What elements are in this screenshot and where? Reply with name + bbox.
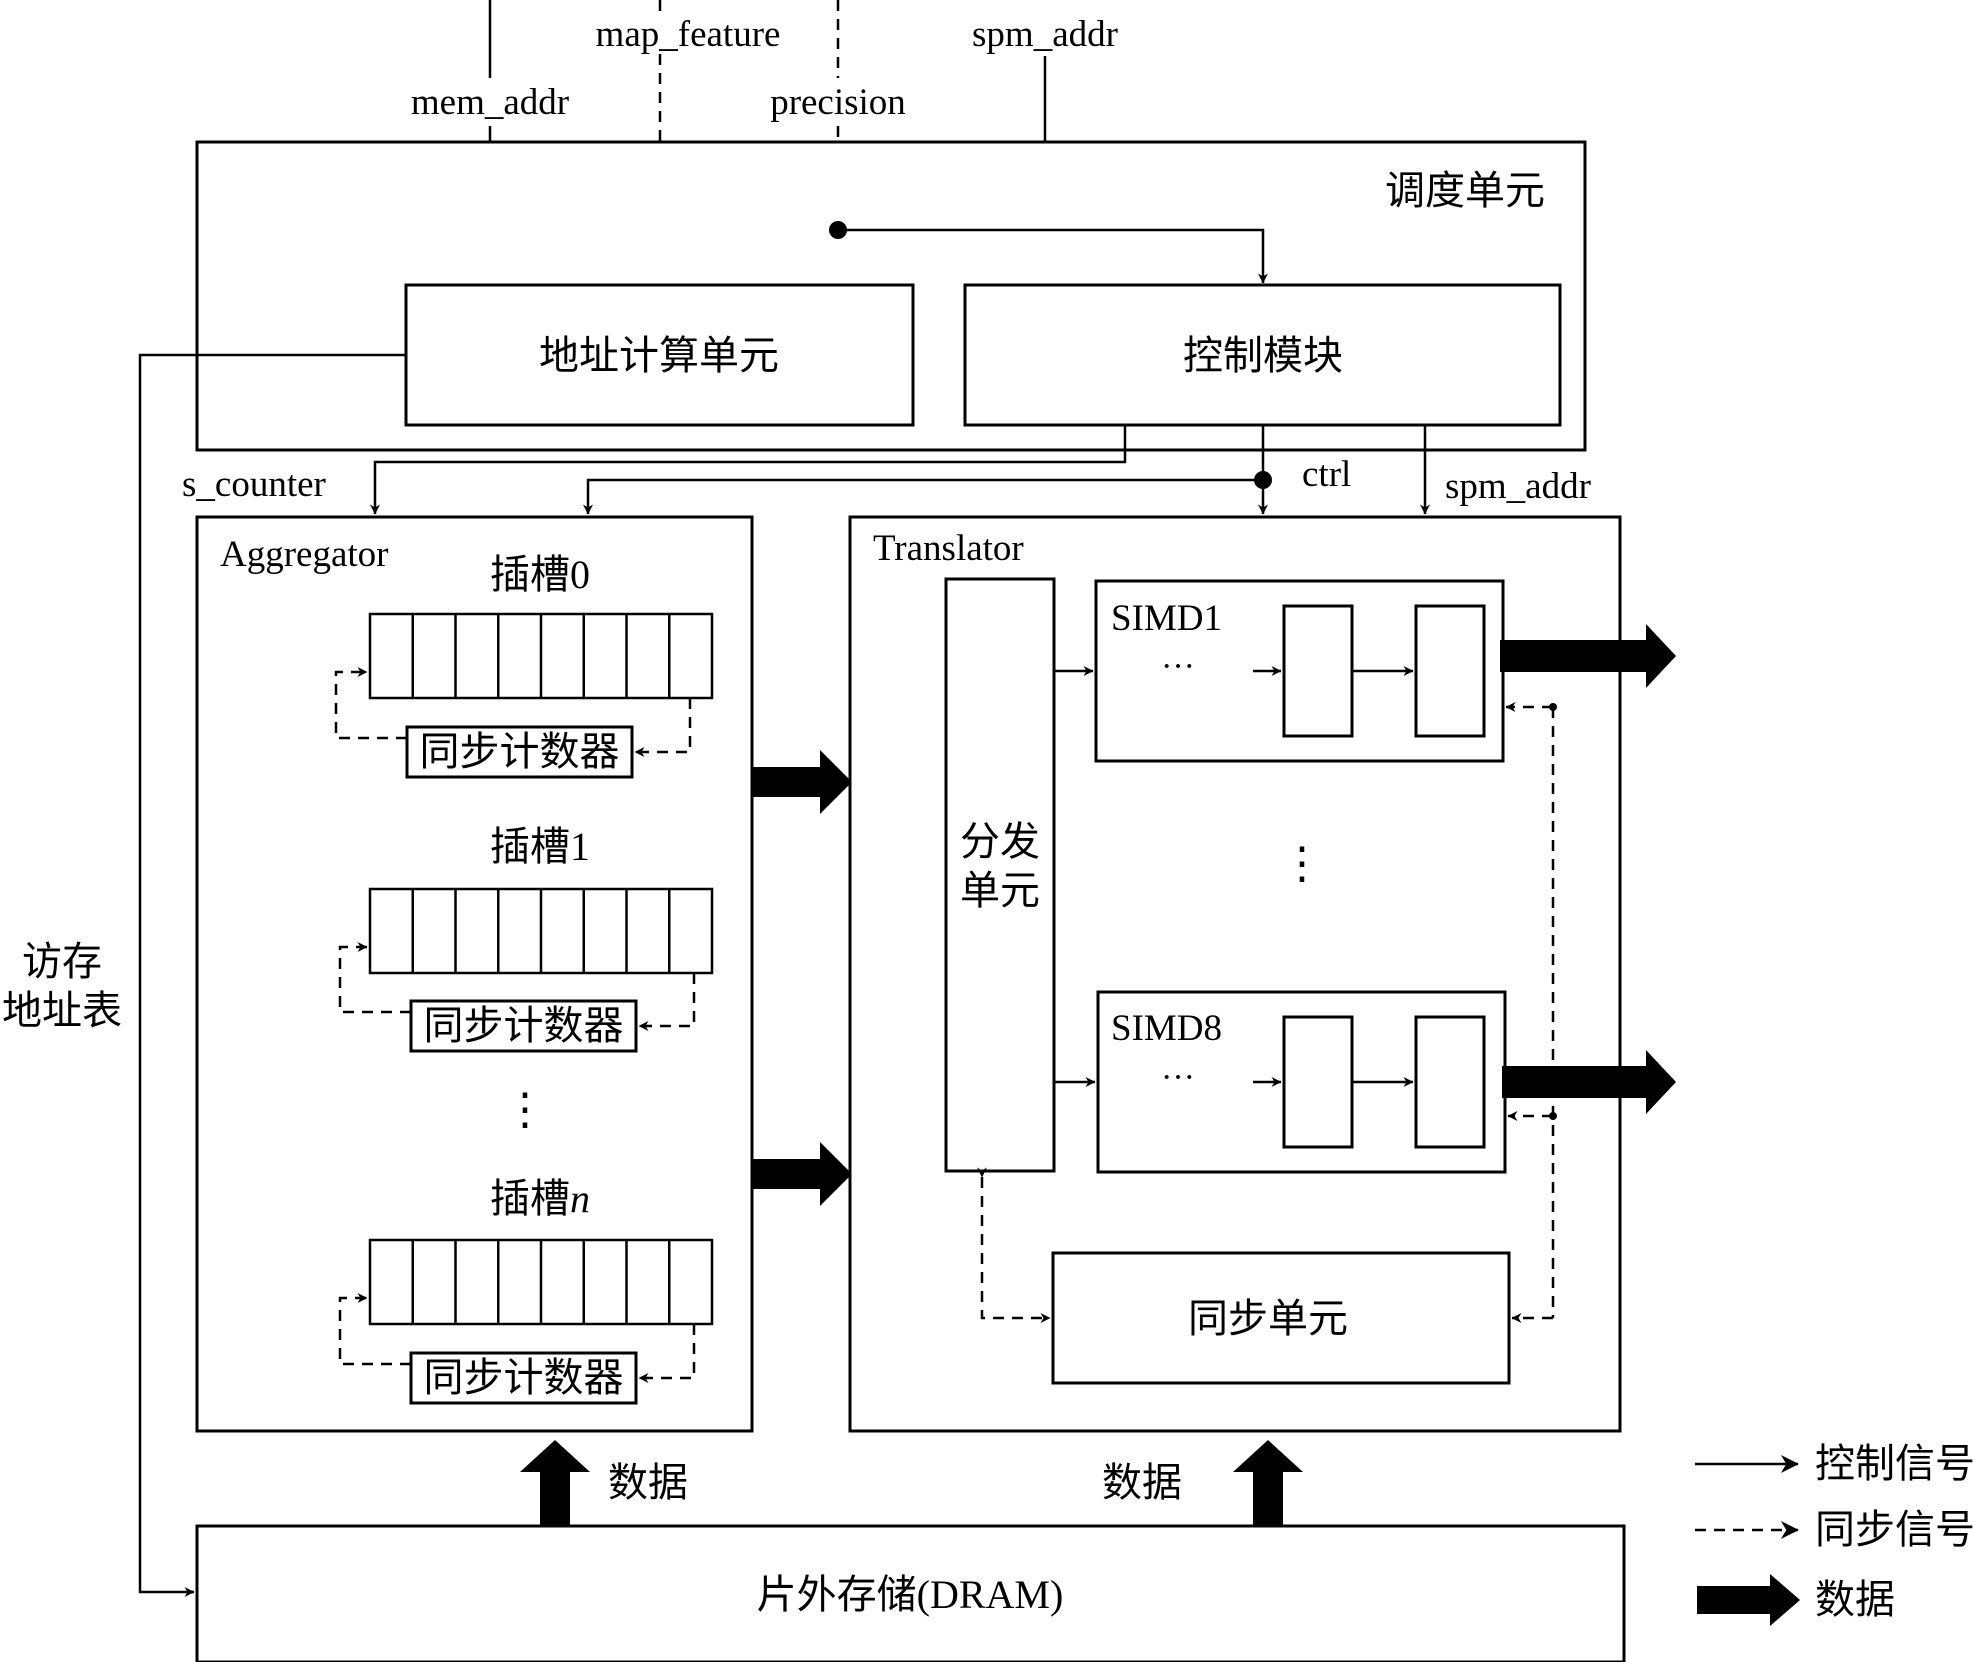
s-counter-wire bbox=[370, 425, 1127, 515]
legend-sync-label: 同步信号 bbox=[1815, 1507, 1975, 1552]
sync-unit-label: 同步单元 bbox=[1188, 1296, 1348, 1341]
address-calc-unit bbox=[404, 283, 915, 427]
dispatch-unit-line2: 单元 bbox=[960, 868, 1040, 913]
data-label-right: 数据 bbox=[1102, 1460, 1182, 1505]
data-label-left: 数据 bbox=[608, 1460, 688, 1505]
control-module bbox=[963, 283, 1562, 427]
translator-title: Translator bbox=[873, 528, 1024, 569]
s-counter-label: s_counter bbox=[182, 464, 326, 505]
dram-label: 片外存储(DRAM) bbox=[757, 1572, 1064, 1617]
slot-1-label: 插槽1 bbox=[490, 824, 590, 869]
slot-0-sync-counter-label: 同步计数器 bbox=[420, 729, 620, 774]
simd-ellipsis: ⋮ bbox=[1280, 839, 1324, 888]
dram-to-translator-arrow bbox=[1233, 1440, 1303, 1526]
slot-n-buffer bbox=[368, 1238, 714, 1326]
simd-8-stage-2 bbox=[1414, 1015, 1486, 1149]
legend: 控制信号 同步信号 数据 bbox=[1695, 1441, 1975, 1626]
aggregator-to-translator-arrow-1 bbox=[752, 750, 852, 814]
slot-n-sync-counter-label: 同步计数器 bbox=[424, 1355, 624, 1400]
legend-data-label: 数据 bbox=[1815, 1577, 1895, 1622]
address-calc-unit-label: 地址计算单元 bbox=[539, 333, 779, 378]
simd-1-output-arrow bbox=[1500, 624, 1676, 688]
slot-0-sync-counter bbox=[405, 725, 634, 779]
slot-1-sync-counter-label: 同步计数器 bbox=[424, 1003, 624, 1048]
dispatch-unit bbox=[944, 577, 1056, 1173]
sync-unit bbox=[1051, 1251, 1511, 1385]
legend-data-arrow bbox=[1697, 1574, 1800, 1626]
slot-n-sync-counter bbox=[409, 1351, 638, 1405]
dispatch-unit-line1: 分发 bbox=[960, 819, 1040, 864]
precision-to-control bbox=[838, 228, 1268, 284]
dispatch-sync-link bbox=[977, 1167, 1051, 1323]
simd-1-label: SIMD1 bbox=[1111, 598, 1222, 639]
slot-n-label: 插槽n bbox=[490, 1176, 590, 1221]
simd-8-output-arrow bbox=[1502, 1050, 1676, 1114]
scheduler-title: 调度单元 bbox=[1385, 168, 1545, 213]
slot-0-sync-out bbox=[334, 667, 407, 740]
spm-addr-in-label: spm_addr bbox=[972, 14, 1118, 55]
precision-label: precision bbox=[770, 82, 906, 123]
simd-8-ellipsis: ··· bbox=[1161, 1059, 1195, 1096]
aggregator-title: Aggregator bbox=[220, 534, 389, 575]
simd-1-stage-1 bbox=[1282, 604, 1354, 738]
slot-ellipsis: ⋮ bbox=[503, 1085, 547, 1134]
slot-1-sync-out bbox=[338, 942, 411, 1014]
mem-addr-label: mem_addr bbox=[411, 82, 569, 123]
control-module-label: 控制模块 bbox=[1183, 333, 1343, 378]
simd-8-stage-1 bbox=[1282, 1015, 1354, 1149]
simd-1-stage-2 bbox=[1414, 604, 1486, 738]
simd-1-ellipsis: ··· bbox=[1161, 648, 1195, 685]
dram-to-aggregator-arrow bbox=[520, 1440, 590, 1526]
slot-0-buffer bbox=[368, 612, 714, 700]
slot-1-sync-counter bbox=[409, 999, 638, 1053]
side-label-line1: 访存 bbox=[22, 939, 102, 984]
ctrl-to-aggregator bbox=[583, 478, 1263, 515]
slot-1-buffer bbox=[368, 887, 714, 975]
spm-addr-out-label: spm_addr bbox=[1445, 466, 1591, 507]
aggregator-to-translator-arrow-2 bbox=[752, 1142, 852, 1206]
dram bbox=[195, 1524, 1626, 1662]
simd-8-label: SIMD8 bbox=[1111, 1008, 1222, 1049]
slot-0-label: 插槽0 bbox=[490, 552, 590, 597]
mem-address-table-wire bbox=[138, 353, 406, 1597]
legend-control-label: 控制信号 bbox=[1815, 1441, 1975, 1486]
slot-n-sync-out bbox=[338, 1293, 411, 1366]
ctrl-label: ctrl bbox=[1302, 454, 1351, 495]
map-feature-label: map_feature bbox=[596, 14, 781, 55]
side-label-line2: 地址表 bbox=[2, 988, 122, 1033]
